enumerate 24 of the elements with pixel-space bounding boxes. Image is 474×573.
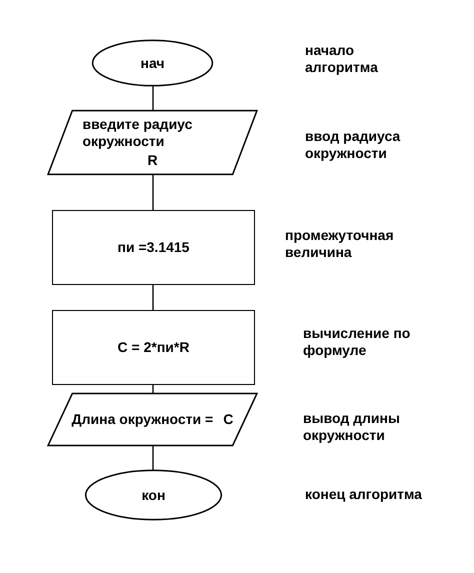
node-text: пи =3.1415 [118, 239, 190, 256]
node-text: нач [140, 54, 165, 72]
annotation-text: промежуточная величина [285, 227, 395, 261]
node-text: C [223, 411, 234, 428]
annotation-text: конец алгоритма [305, 486, 423, 503]
connector-line [152, 446, 154, 470]
input-output-parallelogram [47, 110, 258, 175]
node-text: Длина окружности = [72, 411, 214, 428]
connector-line [152, 285, 154, 310]
annotation-text: начало алгоритма [305, 42, 379, 76]
node-text: C = 2*пи*R [118, 339, 190, 356]
terminator-oval [85, 470, 222, 520]
annotation-text: ввод радиуса окружности [305, 128, 402, 162]
connector-line [152, 86, 154, 110]
process-box [52, 310, 255, 385]
connector-line [152, 175, 154, 210]
node-text: введите радиус окружности [82, 116, 194, 150]
annotation-text: вычисление по формуле [303, 325, 412, 359]
input-output-parallelogram [47, 393, 258, 446]
node-text: кон [142, 486, 166, 504]
node-text: R [147, 152, 158, 169]
process-box [52, 210, 255, 285]
terminator-oval [92, 40, 213, 86]
annotation-text: вывод длины окружности [303, 410, 401, 444]
